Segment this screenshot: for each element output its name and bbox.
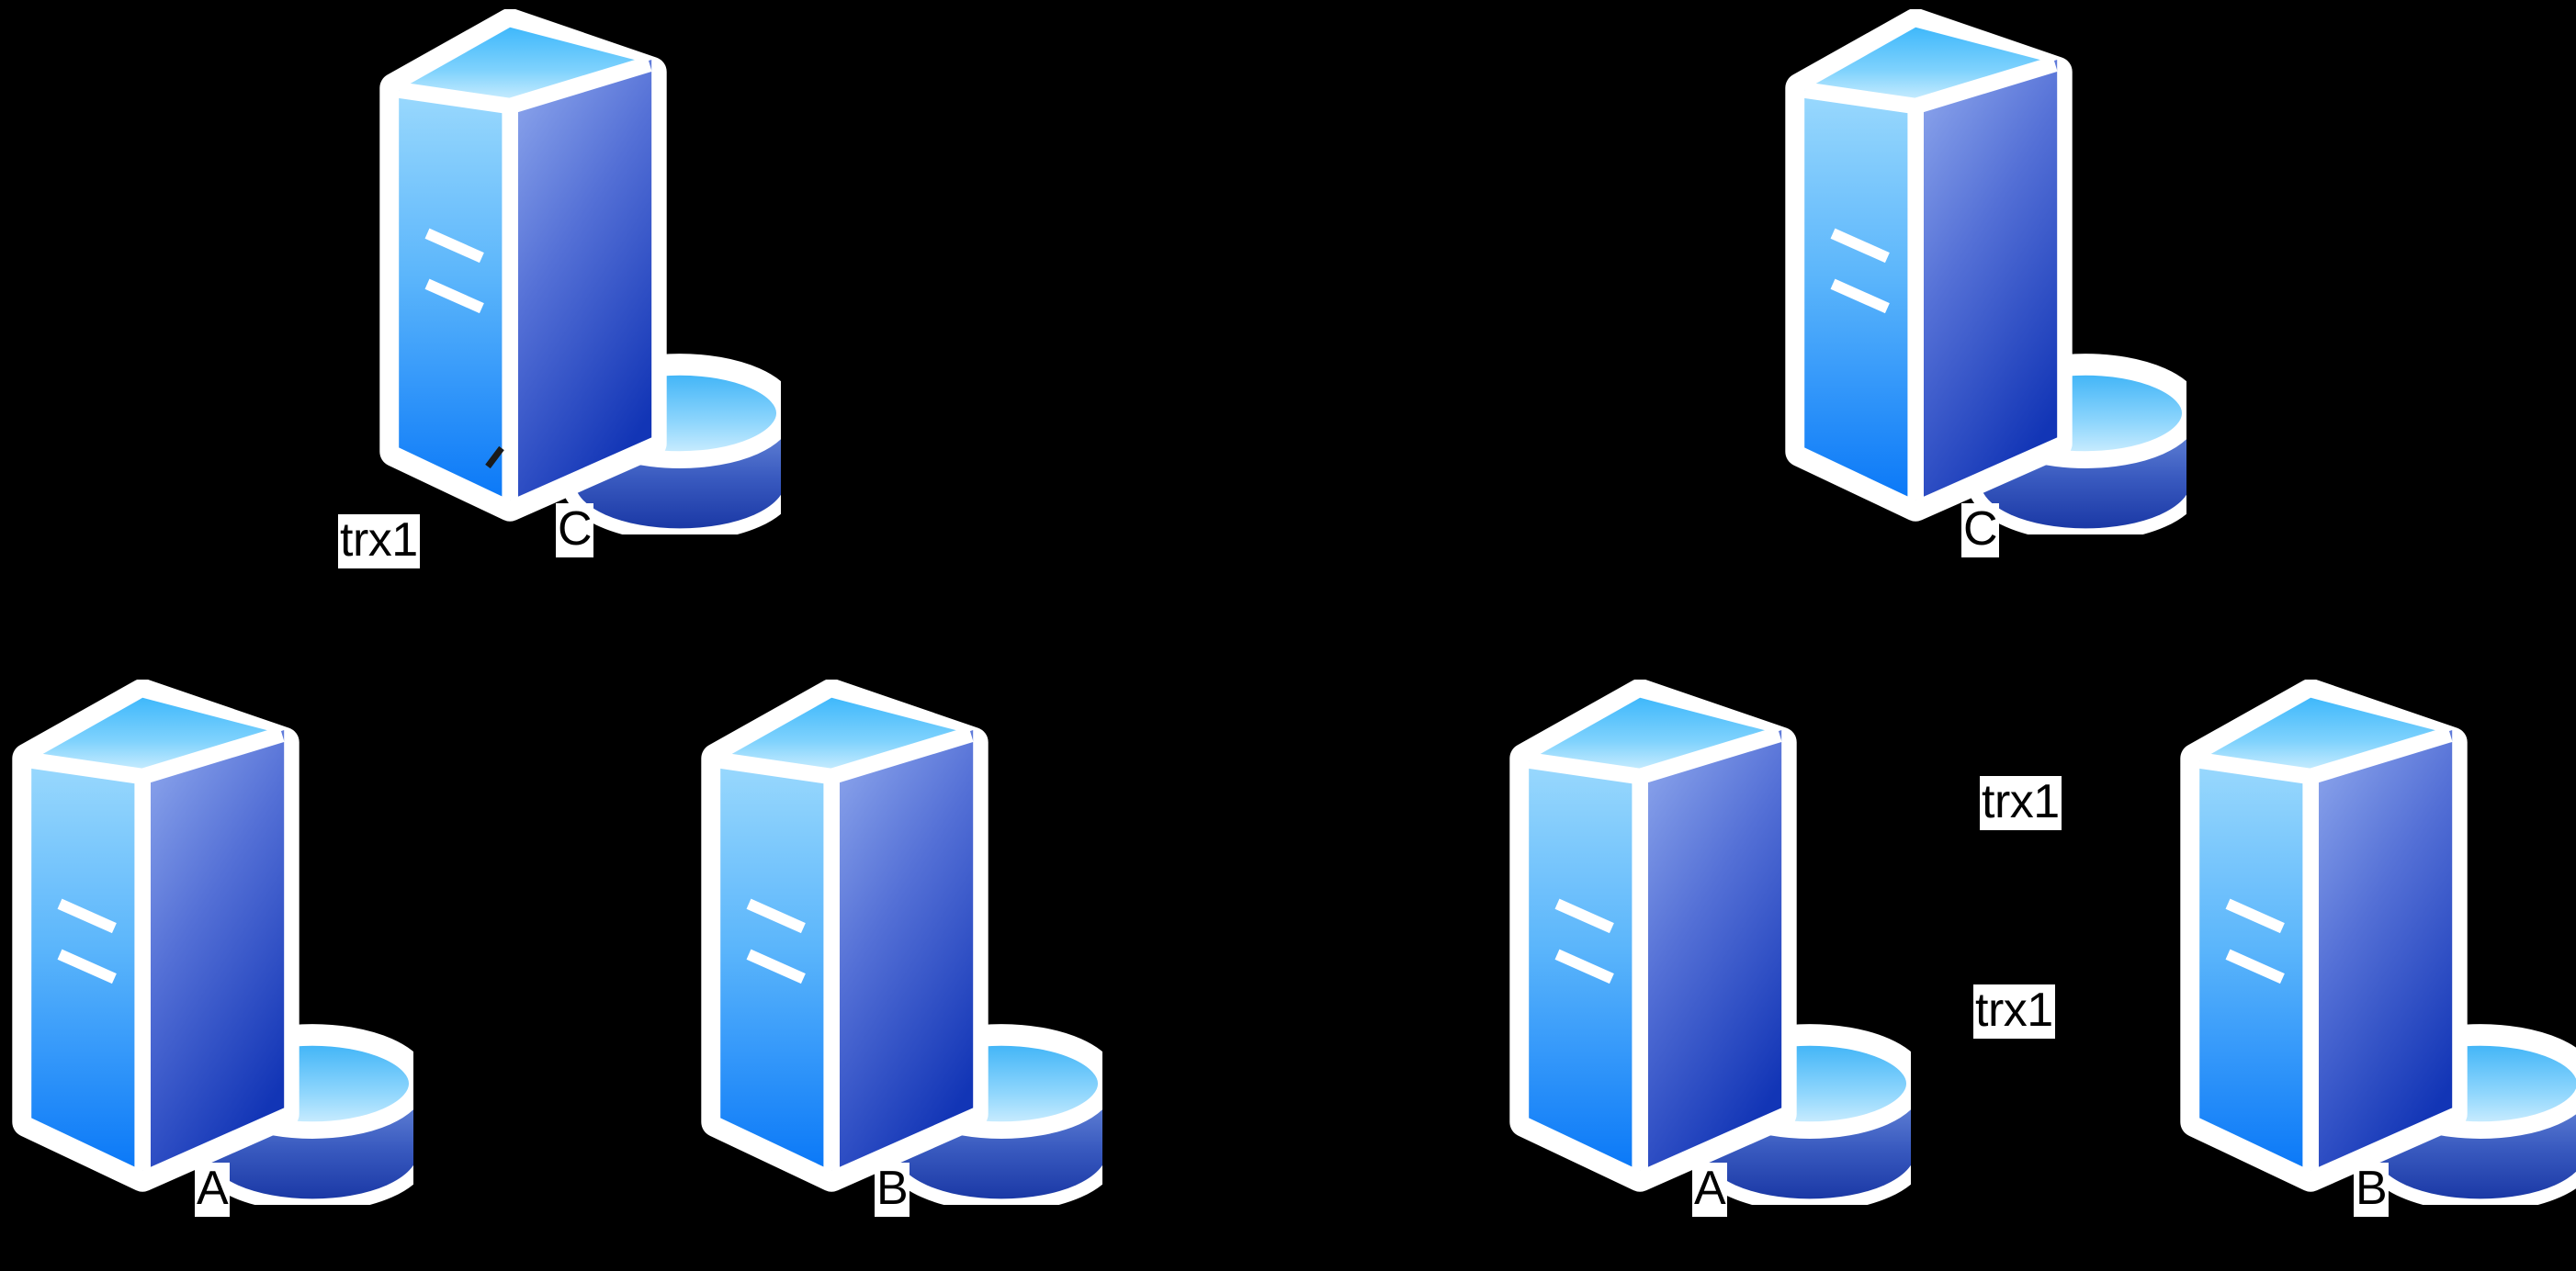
label-left-a: A <box>195 1163 231 1218</box>
server-database-icon <box>1507 680 1911 1205</box>
node-left-b[interactable] <box>698 680 1102 1205</box>
server-database-icon <box>2177 680 2576 1205</box>
label-left-c: C <box>556 503 594 558</box>
connector-arrow-tick <box>485 445 504 469</box>
label-right-c: C <box>1961 503 2000 558</box>
label-right-trx1-lower: trx1 <box>1973 984 2055 1040</box>
label-right-b: B <box>2354 1163 2390 1218</box>
server-database-icon <box>698 680 1102 1205</box>
node-right-a[interactable] <box>1507 680 1911 1205</box>
node-left-a[interactable] <box>9 680 413 1205</box>
label-right-a: A <box>1692 1163 1728 1218</box>
node-right-c[interactable] <box>1782 9 2186 534</box>
node-left-c[interactable] <box>377 9 781 534</box>
label-left-trx1: trx1 <box>338 514 420 569</box>
node-right-b[interactable] <box>2177 680 2576 1205</box>
server-database-icon <box>9 680 413 1205</box>
server-database-icon <box>1782 9 2186 534</box>
label-right-trx1-upper: trx1 <box>1980 776 2062 831</box>
label-left-b: B <box>875 1163 910 1218</box>
server-database-icon <box>377 9 781 534</box>
